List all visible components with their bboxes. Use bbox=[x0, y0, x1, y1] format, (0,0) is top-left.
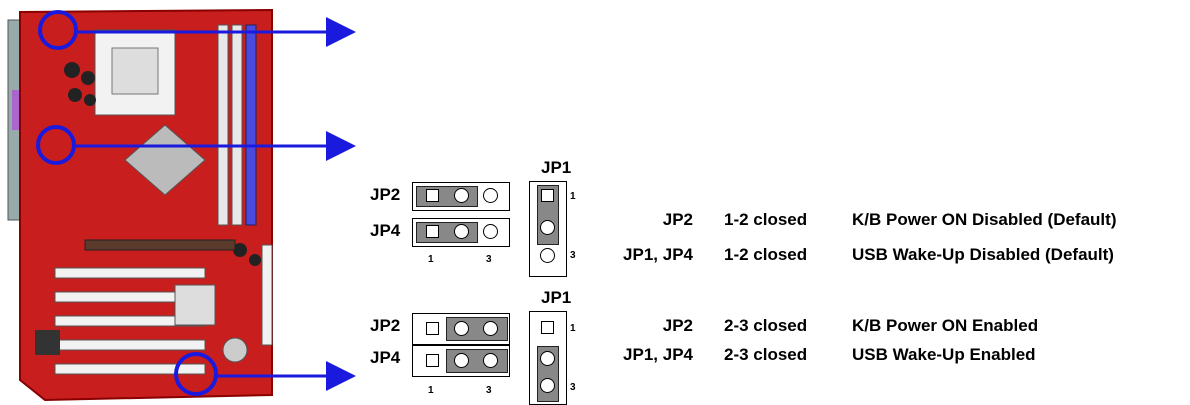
highlight-circle-jp4 bbox=[36, 125, 76, 165]
pin-circle bbox=[540, 220, 555, 235]
pin-square bbox=[541, 321, 554, 334]
pin-circle bbox=[454, 321, 469, 336]
pin-number-1: 1 bbox=[428, 385, 434, 396]
jp4-label: JP4 bbox=[370, 221, 401, 240]
pin-square bbox=[426, 189, 439, 202]
jp1-title: JP1 bbox=[541, 158, 572, 177]
pin-square bbox=[426, 354, 439, 367]
jumper-description: USB Wake-Up Disabled (Default) bbox=[852, 245, 1114, 264]
jp4-jumper bbox=[412, 218, 510, 247]
pin-circle bbox=[454, 224, 469, 239]
jp2-label: JP2 bbox=[370, 185, 401, 204]
pin-circle bbox=[540, 351, 555, 366]
pin-circle bbox=[483, 321, 498, 336]
jumper-state: 1-2 closed bbox=[724, 210, 808, 229]
jumper-name: JP1, JP4 bbox=[623, 345, 693, 364]
jumper-state: 2-3 closed bbox=[724, 345, 808, 364]
jp1-pin-number-3: 3 bbox=[570, 382, 576, 393]
pin-square bbox=[541, 189, 554, 202]
pin-circle bbox=[540, 248, 555, 263]
jumper-state: 2-3 closed bbox=[724, 316, 808, 335]
pin-circle bbox=[540, 378, 555, 393]
jp2-jumper bbox=[412, 313, 510, 345]
motherboard-image bbox=[7, 8, 273, 402]
jp1-pin-number-1: 1 bbox=[570, 191, 576, 202]
jp1-jumper bbox=[529, 311, 567, 405]
jp1-pin-number-3: 3 bbox=[570, 250, 576, 261]
pin-number-1: 1 bbox=[428, 254, 434, 265]
pin-circle bbox=[483, 224, 498, 239]
pin-circle bbox=[454, 353, 469, 368]
jp4-label: JP4 bbox=[370, 348, 401, 367]
jumper-description: K/B Power ON Disabled (Default) bbox=[852, 210, 1117, 229]
jumper-name: JP2 bbox=[662, 210, 693, 229]
jp2-jumper bbox=[412, 182, 510, 211]
jp1-jumper bbox=[529, 181, 567, 277]
jumper-name: JP2 bbox=[662, 316, 693, 335]
highlight-circle-jp1 bbox=[174, 352, 218, 396]
jp4-jumper bbox=[412, 345, 510, 377]
highlight-circle-jp2 bbox=[38, 10, 78, 50]
jp2-label: JP2 bbox=[370, 316, 401, 335]
pin-circle bbox=[483, 353, 498, 368]
pin-circle bbox=[454, 188, 469, 203]
pin-number-3: 3 bbox=[486, 385, 492, 396]
pin-circle bbox=[483, 188, 498, 203]
pin-square bbox=[426, 322, 439, 335]
jp1-pin-number-1: 1 bbox=[570, 323, 576, 334]
jumper-description: USB Wake-Up Enabled bbox=[852, 345, 1036, 364]
jumper-description: K/B Power ON Enabled bbox=[852, 316, 1039, 335]
pin-number-3: 3 bbox=[486, 254, 492, 265]
jumper-state: 1-2 closed bbox=[724, 245, 808, 264]
jp1-title: JP1 bbox=[541, 288, 572, 307]
pin-square bbox=[426, 225, 439, 238]
jumper-name: JP1, JP4 bbox=[623, 245, 693, 264]
